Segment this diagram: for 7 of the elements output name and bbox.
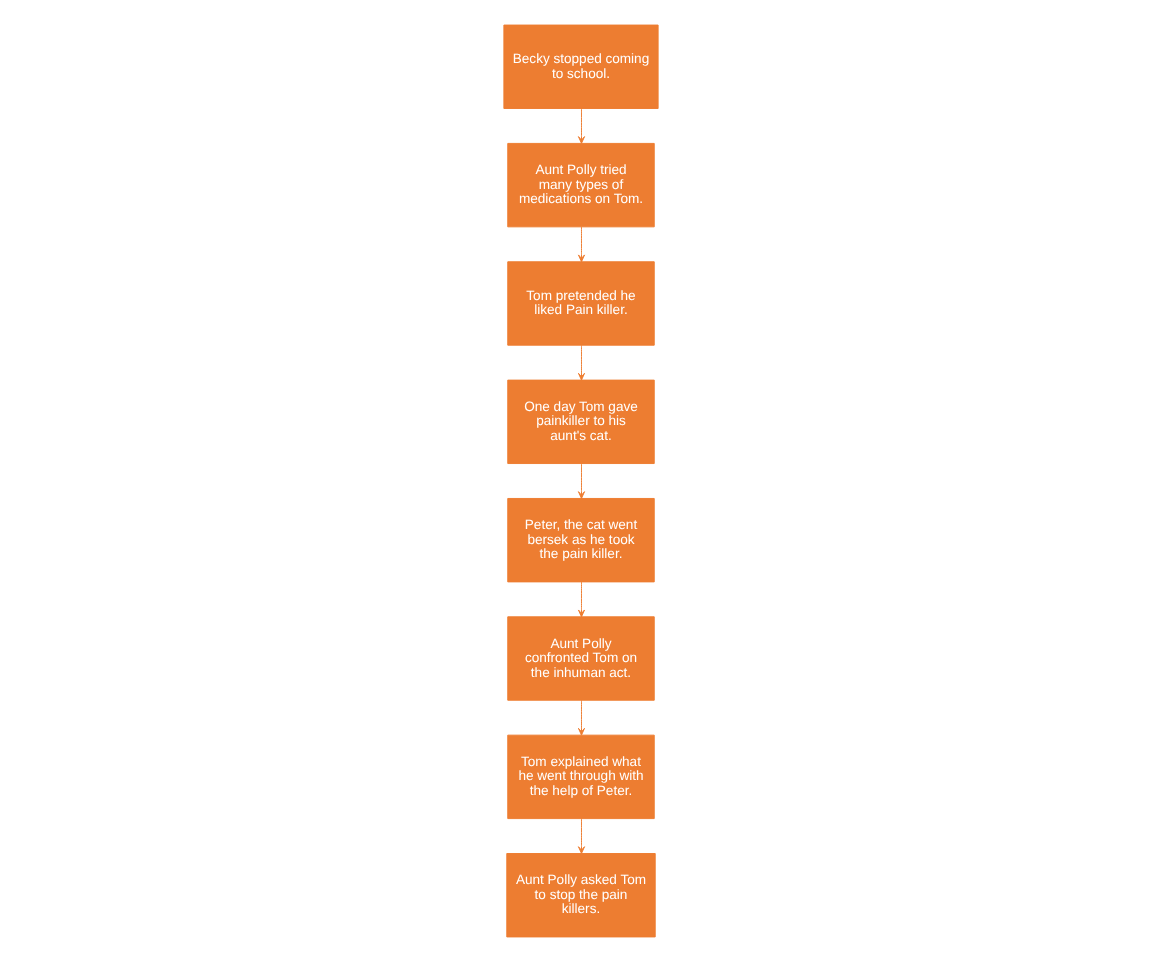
arrow [576,463,585,499]
arrow [576,818,585,854]
arrow [576,344,585,381]
arrow [576,581,585,618]
arrow [576,226,585,263]
arrow [576,699,585,736]
arrow [576,108,585,144]
